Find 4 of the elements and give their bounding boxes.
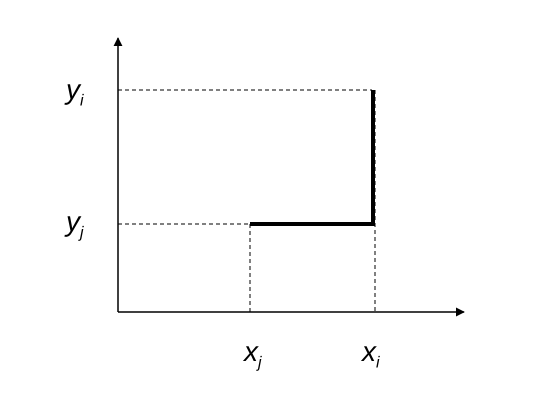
axis-label: y$_{i}$: [66, 76, 84, 110]
axis-label: y$_{j}$: [66, 208, 84, 242]
axis-label: x$_{j}$: [244, 338, 262, 372]
axis-label: x$_{i}$: [362, 338, 380, 372]
